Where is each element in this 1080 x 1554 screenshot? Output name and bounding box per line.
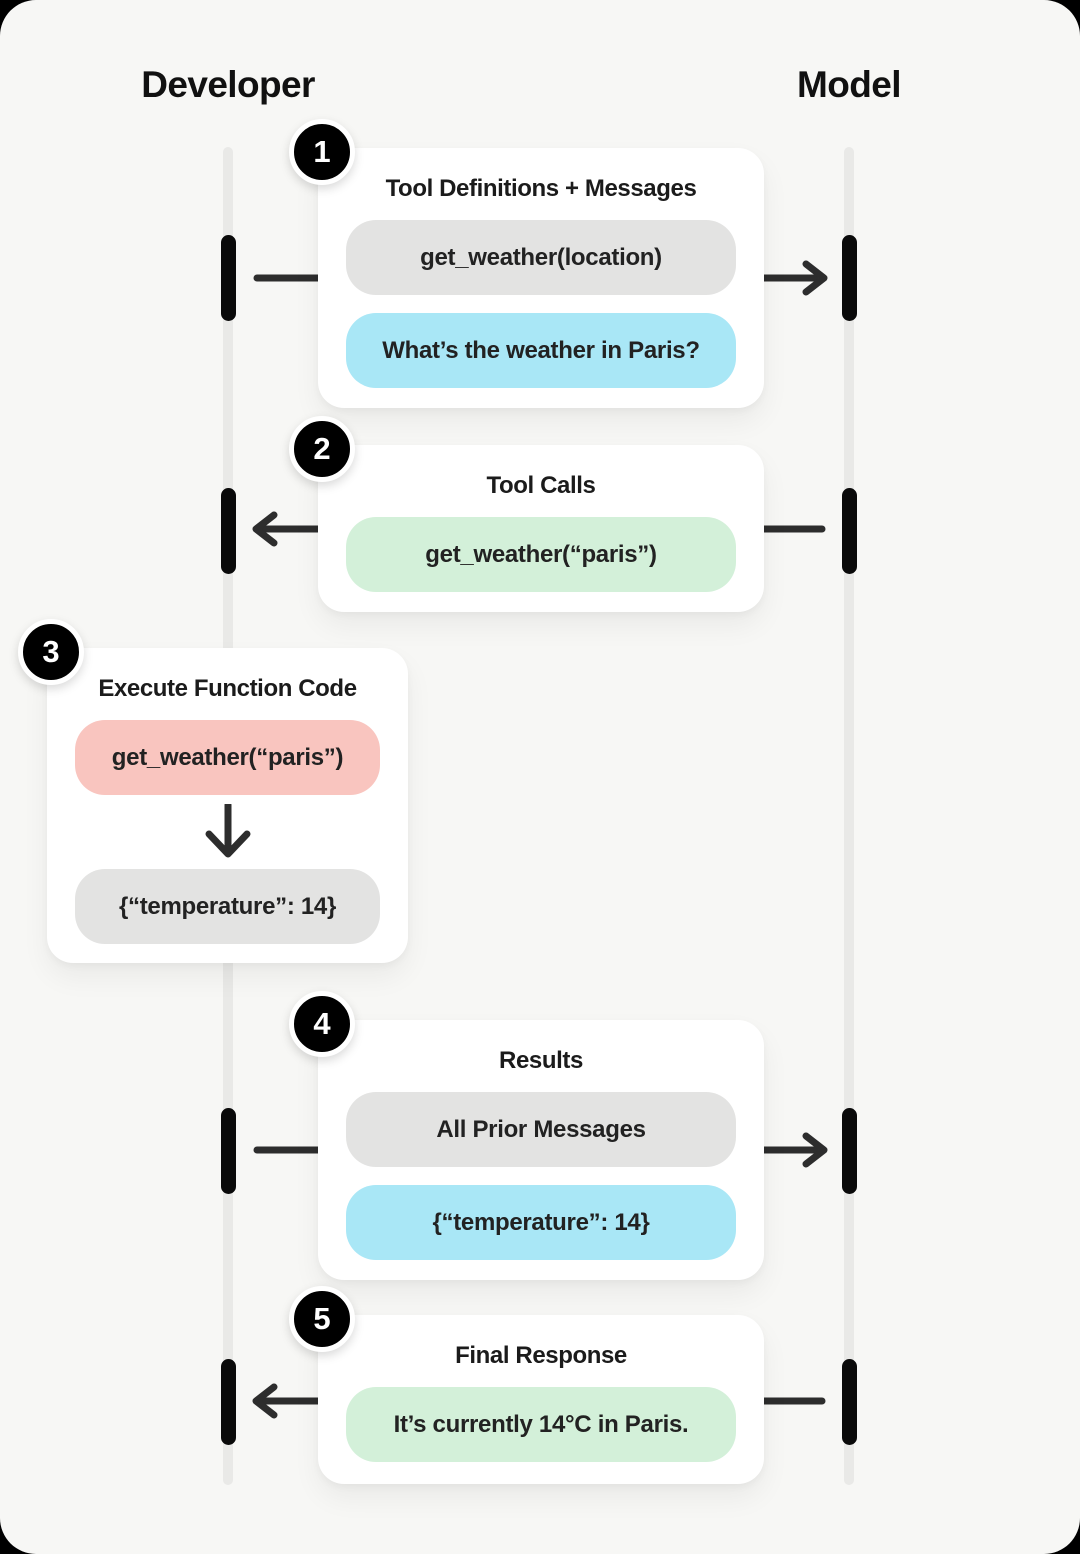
- step-number: 3: [42, 634, 60, 669]
- step-number: 1: [313, 134, 331, 169]
- pill-final-response: It’s currently 14°C in Paris.: [346, 1387, 736, 1462]
- activation-bar-developer-step2: [221, 488, 236, 574]
- step-number: 4: [313, 1006, 331, 1041]
- pill-tool-definition: get_weather(location): [346, 220, 736, 295]
- step-number-badge: 1: [289, 119, 355, 185]
- activation-bar-model-step2: [842, 488, 857, 574]
- actor-label-model: Model: [797, 64, 901, 105]
- step-number-badge: 2: [289, 416, 355, 482]
- step-card-tool-definitions: 1 Tool Definitions + Messages get_weathe…: [289, 119, 764, 408]
- pill-result-message: {“temperature”: 14}: [346, 1185, 736, 1260]
- step-card-execute-function: 3 Execute Function Code get_weather(“par…: [18, 619, 408, 963]
- pill-user-message: What’s the weather in Paris?: [346, 313, 736, 388]
- pill-prior-messages: All Prior Messages: [346, 1092, 736, 1167]
- card-title: Tool Calls: [486, 472, 596, 499]
- model-lifeline: [844, 147, 854, 1485]
- activation-bar-developer-step1: [221, 235, 236, 321]
- card-title: Results: [499, 1047, 583, 1074]
- pill-function-call: get_weather(“paris”): [75, 720, 380, 795]
- step-number-badge: 3: [18, 619, 84, 685]
- arrow-down-icon: [205, 804, 250, 858]
- activation-bar-model-step4: [842, 1108, 857, 1194]
- step-card-final-response: 5 Final Response It’s currently 14°C in …: [289, 1286, 764, 1484]
- step-card-results: 4 Results All Prior Messages {“temperatu…: [289, 991, 764, 1280]
- pill-tool-call: get_weather(“paris”): [346, 517, 736, 592]
- activation-bar-developer-step5: [221, 1359, 236, 1445]
- step-card-tool-calls: 2 Tool Calls get_weather(“paris”): [289, 416, 764, 612]
- card-title: Final Response: [455, 1342, 627, 1369]
- card-title: Execute Function Code: [98, 675, 357, 702]
- activation-bar-model-step1: [842, 235, 857, 321]
- card-title: Tool Definitions + Messages: [385, 175, 697, 202]
- pill-function-result: {“temperature”: 14}: [75, 869, 380, 944]
- step-number: 5: [313, 1301, 331, 1336]
- actor-label-developer: Developer: [141, 64, 315, 105]
- step-number: 2: [313, 431, 331, 466]
- activation-bar-model-step5: [842, 1359, 857, 1445]
- activation-bar-developer-step4: [221, 1108, 236, 1194]
- step-number-badge: 4: [289, 991, 355, 1057]
- step-number-badge: 5: [289, 1286, 355, 1352]
